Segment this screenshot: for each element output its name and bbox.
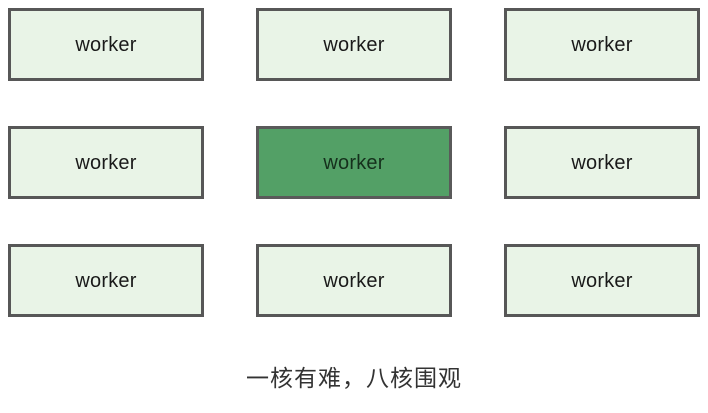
worker-box-r3c1[interactable]: worker [8,244,204,317]
worker-box-r1c1[interactable]: worker [8,8,204,81]
worker-row-1: worker worker worker [8,8,700,81]
worker-label: worker [323,151,385,174]
worker-label: worker [323,269,385,292]
worker-box-r2c3[interactable]: worker [504,126,700,199]
diagram-caption: 一核有难，八核围观 [246,365,462,391]
worker-box-r2c2-busy[interactable]: worker [256,126,452,199]
worker-row-2: worker worker worker [8,126,700,199]
worker-row-3: worker worker worker [8,244,700,317]
worker-label: worker [571,269,633,292]
worker-box-r1c2[interactable]: worker [256,8,452,81]
worker-grid: worker worker worker worker worker worke… [8,8,700,317]
worker-label: worker [571,151,633,174]
worker-label: worker [75,269,137,292]
worker-box-r1c3[interactable]: worker [504,8,700,81]
worker-label: worker [75,33,137,56]
worker-box-r2c1[interactable]: worker [8,126,204,199]
worker-label: worker [323,33,385,56]
worker-label: worker [75,151,137,174]
worker-box-r3c2[interactable]: worker [256,244,452,317]
worker-label: worker [571,33,633,56]
worker-box-r3c3[interactable]: worker [504,244,700,317]
